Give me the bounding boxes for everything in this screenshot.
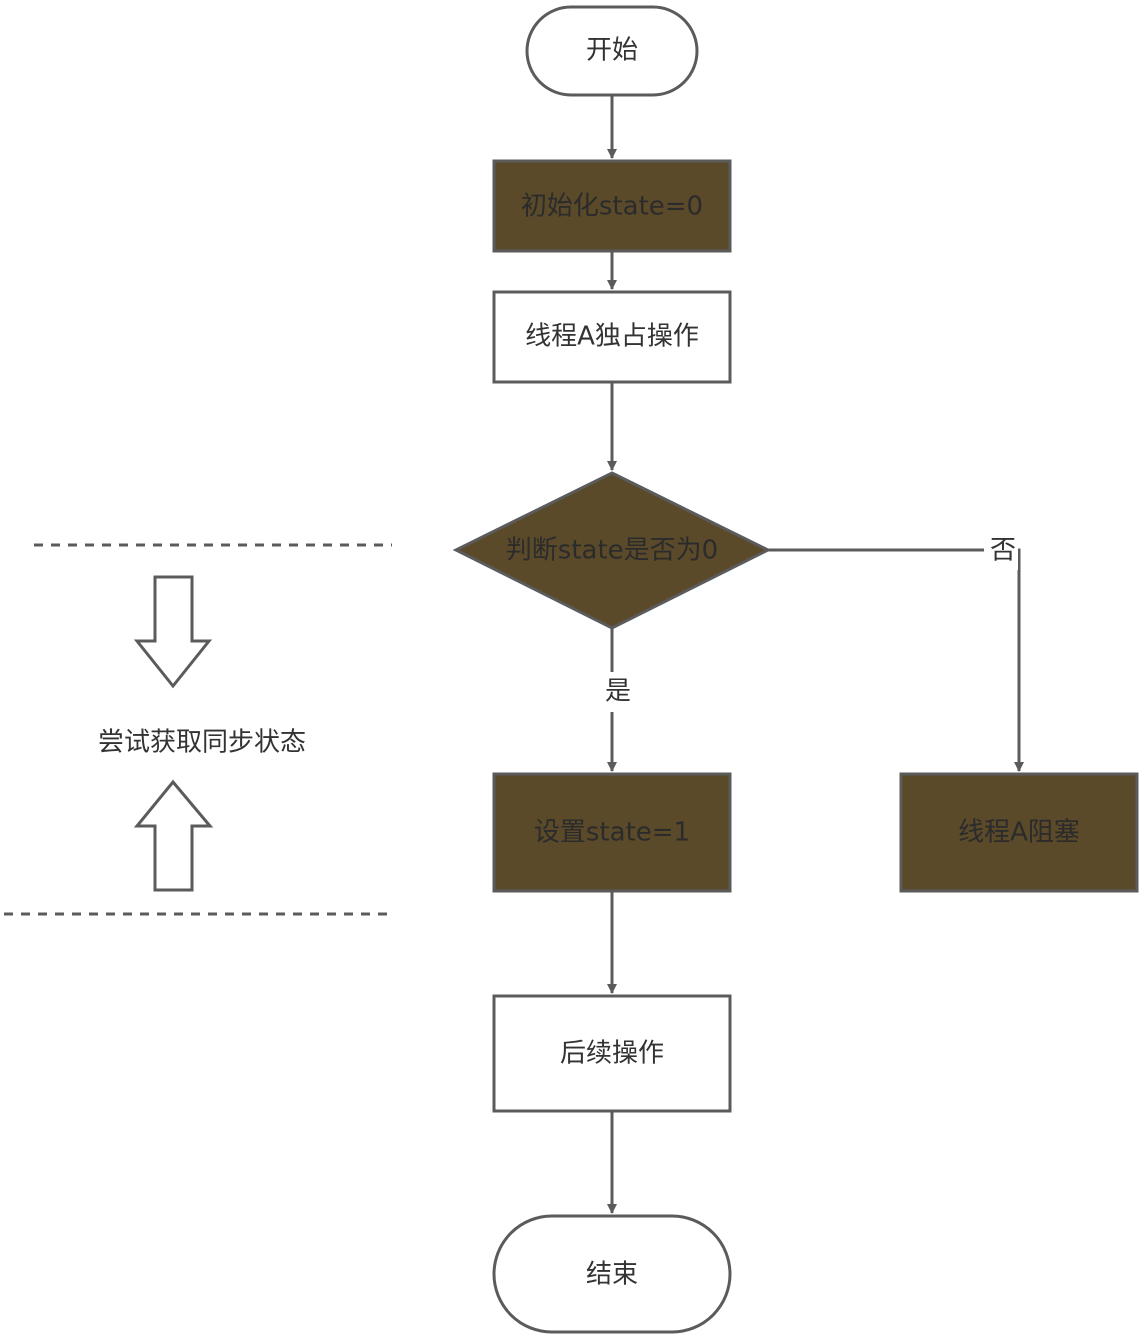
blocked-process-shape — [899, 772, 1139, 893]
blocked-label: 线程A阻塞 — [958, 818, 1080, 848]
annotation-group: 尝试获取同步状态 — [4, 543, 392, 916]
exclusive-label: 线程A独占操作 — [525, 322, 699, 352]
init-process-shape — [492, 159, 732, 253]
exclusive-process-shape — [492, 290, 732, 384]
down-arrow-icon — [133, 575, 213, 689]
annotation-label: 尝试获取同步状态 — [98, 728, 306, 758]
yes-label: 是 — [605, 677, 631, 707]
set-state-process-shape — [492, 772, 732, 893]
connectors — [607, 95, 1024, 1214]
edge-decision-to-blocked — [768, 548, 1024, 772]
follow-up-process-shape — [492, 994, 732, 1113]
blocked-node: 线程A阻塞 — [899, 772, 1139, 893]
decision-label: 判断state是否为0 — [506, 536, 718, 566]
end-label: 结束 — [586, 1260, 638, 1290]
set-state-label: 设置state=1 — [534, 818, 690, 848]
init-node: 初始化state=0 — [492, 159, 732, 253]
start-terminator-shape — [525, 5, 699, 97]
end-terminator-shape — [492, 1214, 732, 1334]
start-node: 开始 — [525, 5, 699, 97]
no-label: 否 — [990, 536, 1016, 566]
up-arrow-icon — [133, 779, 214, 892]
set-state-node: 设置state=1 — [492, 772, 732, 893]
follow-up-label: 后续操作 — [560, 1039, 664, 1069]
yes-label-bg — [598, 672, 626, 712]
no-label-bg — [984, 532, 1018, 570]
follow-up-node: 后续操作 — [492, 994, 732, 1113]
start-label: 开始 — [586, 36, 638, 66]
init-label: 初始化state=0 — [521, 192, 703, 222]
decision-node: 判断state是否为0 — [452, 471, 772, 630]
exclusive-node: 线程A独占操作 — [492, 290, 732, 384]
decision-diamond-shape — [452, 471, 772, 630]
end-node: 结束 — [492, 1214, 732, 1334]
